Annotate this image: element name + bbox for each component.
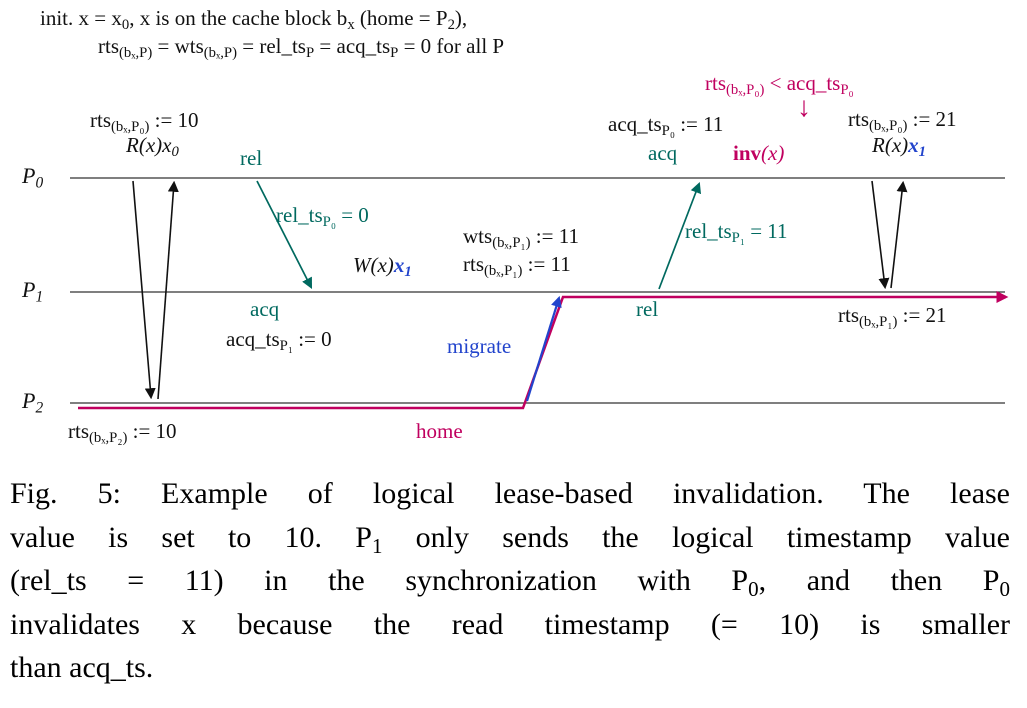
label-rel-ts-p1: rel_tsP₁ = 11: [685, 219, 788, 247]
write-x1-value: x1: [393, 253, 412, 281]
label-home: home: [416, 419, 463, 443]
label-inv-x: inv(x): [733, 141, 784, 165]
timeline-label-p1: P1: [22, 277, 44, 306]
label-invalidation-condition: rts(bₓ,P₀) < acq_tsP₀: [705, 71, 854, 99]
init-line-1: init. x = x0, x is on the cache block bx…: [40, 6, 468, 34]
read-response-arrow-right: [890, 180, 908, 289]
caption-line: value is set to 10. P1 only sends the lo…: [10, 520, 1010, 558]
label-read-x0: R(x)x0: [126, 133, 179, 161]
inv-name: inv: [733, 141, 762, 165]
write-x1-op: W(x): [353, 253, 394, 277]
read-request-arrow-left: [132, 180, 156, 400]
rel-acq-arrow-left: [256, 180, 312, 289]
caption-line: than acq_ts.: [10, 651, 154, 684]
label-rts-p2-10: rts(bₓ,P₂) := 10: [68, 419, 177, 447]
read-x1-value: x1: [908, 133, 926, 161]
read-request-arrow-right: [871, 180, 890, 290]
label-acq-left: acq: [250, 297, 280, 321]
label-wts-p1: wts(bₓ,P₁) := 11: [463, 224, 579, 252]
inv-arg: (x): [761, 141, 785, 165]
caption-line: invalidates x because the read timestamp…: [10, 607, 1010, 641]
read-x0-value: x0: [162, 133, 179, 161]
label-migrate: migrate: [447, 334, 512, 358]
label-read-x1: R(x)x1: [872, 133, 926, 161]
migrate-arrow: [525, 295, 562, 402]
label-acq-ts-p1: acq_tsP₁ := 0: [226, 327, 332, 355]
label-rts-p0-21: rts(bₓ,P₀) := 21: [848, 107, 957, 135]
label-rel-right: rel: [636, 297, 659, 321]
read-x1-op: R(x): [872, 133, 909, 157]
init-line-2: rts(bₓ,P) = wts(bₓ,P) = rel_tsP = acq_ts…: [98, 34, 505, 62]
timeline-label-p2: P2: [22, 388, 44, 417]
down-arrow-icon: ↓: [797, 92, 811, 123]
label-rel-left: rel: [240, 146, 263, 170]
label-rts-p1: rts(bₓ,P₁) := 11: [463, 252, 571, 280]
read-x0-op: R(x): [126, 133, 163, 157]
label-rts-p0-lease: rts(bₓ,P₀) := 10: [90, 108, 199, 136]
timeline-label-p0: P0: [22, 163, 44, 192]
label-write-x1: W(x)x1: [353, 253, 412, 281]
label-acq-ts-p0: acq_tsP₀ := 11: [608, 112, 724, 140]
label-rel-ts-p0: rel_tsP₀ = 0: [276, 203, 369, 231]
caption-line: (rel_ts = 11) in the synchronization wit…: [10, 564, 1010, 601]
figure-caption: Fig. 5: Example of logical lease-based i…: [10, 472, 1010, 690]
caption-line: Fig. 5: Example of logical lease-based i…: [10, 477, 1010, 510]
read-response-arrow-left: [157, 180, 179, 400]
label-acq-right: acq: [648, 141, 678, 165]
label-rts-p1-21: rts(bₓ,P₁) := 21: [838, 303, 947, 331]
